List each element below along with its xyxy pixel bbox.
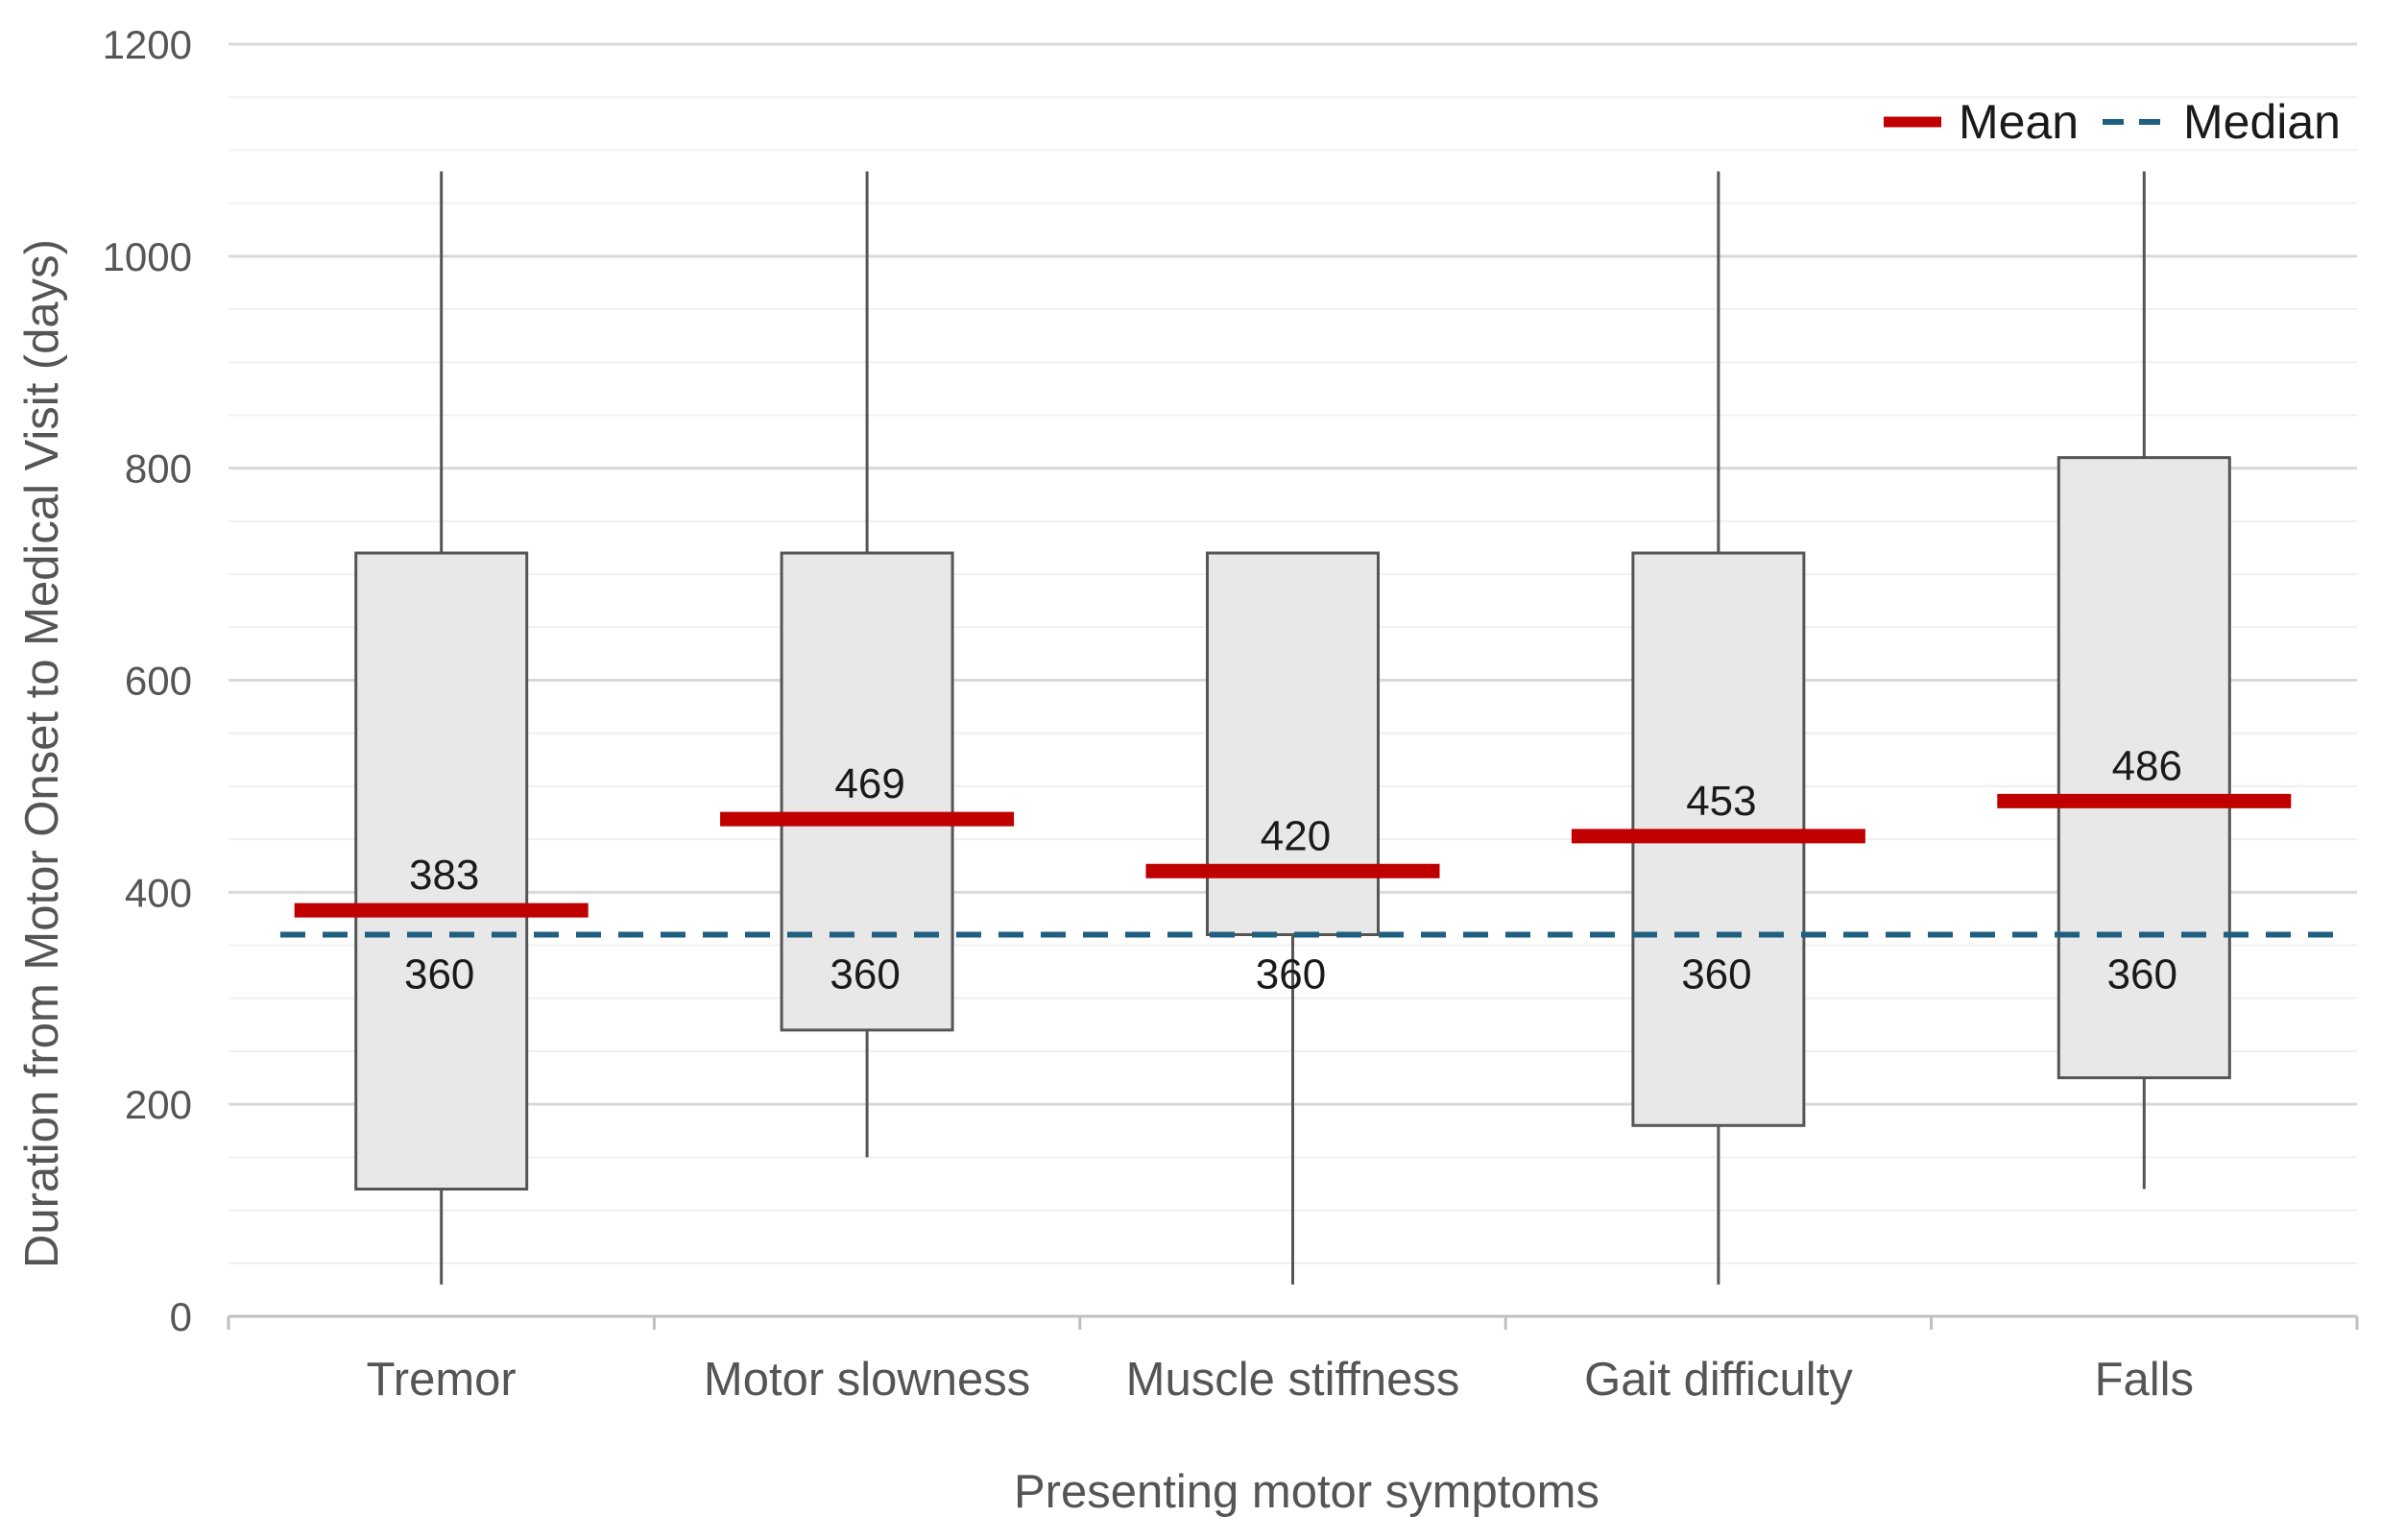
y-tick-label: 400 xyxy=(125,870,192,915)
mean-value-label: 383 xyxy=(409,852,479,899)
label-layer: 383 360 469 360 420 360 453 360 486 360 xyxy=(404,742,2182,998)
y-tick-label: 800 xyxy=(125,446,192,492)
median-value-label: 360 xyxy=(830,951,900,999)
mean-value-label: 469 xyxy=(834,760,904,807)
legend-median-label: Median xyxy=(2183,95,2341,149)
x-category-label: Muscle stiffness xyxy=(1126,1354,1460,1406)
iqr-box xyxy=(354,551,529,1191)
y-tick-label: 600 xyxy=(125,659,192,704)
iqr-box xyxy=(2056,456,2231,1080)
legend: Mean Median xyxy=(1884,95,2341,149)
grid-layer xyxy=(228,42,2357,1264)
iqr-box xyxy=(780,551,954,1032)
box-layer xyxy=(280,171,2335,1285)
legend-mean-label: Mean xyxy=(1959,95,2079,149)
mean-value-label: 486 xyxy=(2112,742,2182,789)
x-category-label: Motor slowness xyxy=(704,1354,1030,1406)
median-value-label: 360 xyxy=(1681,951,1751,999)
x-category-label: Falls xyxy=(2095,1354,2194,1406)
mean-value-label: 453 xyxy=(1686,778,1756,825)
x-category-label: Gait difficulty xyxy=(1584,1354,1853,1406)
x-axis-title: Presenting motor symptoms xyxy=(1014,1466,1599,1518)
x-category-label: Tremor xyxy=(367,1354,517,1406)
mean-value-label: 420 xyxy=(1261,812,1331,859)
y-tick-label: 1200 xyxy=(103,22,192,67)
y-tick-label: 200 xyxy=(125,1082,192,1127)
median-value-label: 360 xyxy=(1256,951,1326,999)
y-tick-label: 0 xyxy=(170,1294,192,1339)
median-value-label: 360 xyxy=(404,951,474,999)
y-axis-title: Duration from Motor Onset to Medical Vis… xyxy=(16,239,68,1268)
y-tick-label: 1000 xyxy=(103,234,192,279)
median-value-label: 360 xyxy=(2107,951,2177,999)
